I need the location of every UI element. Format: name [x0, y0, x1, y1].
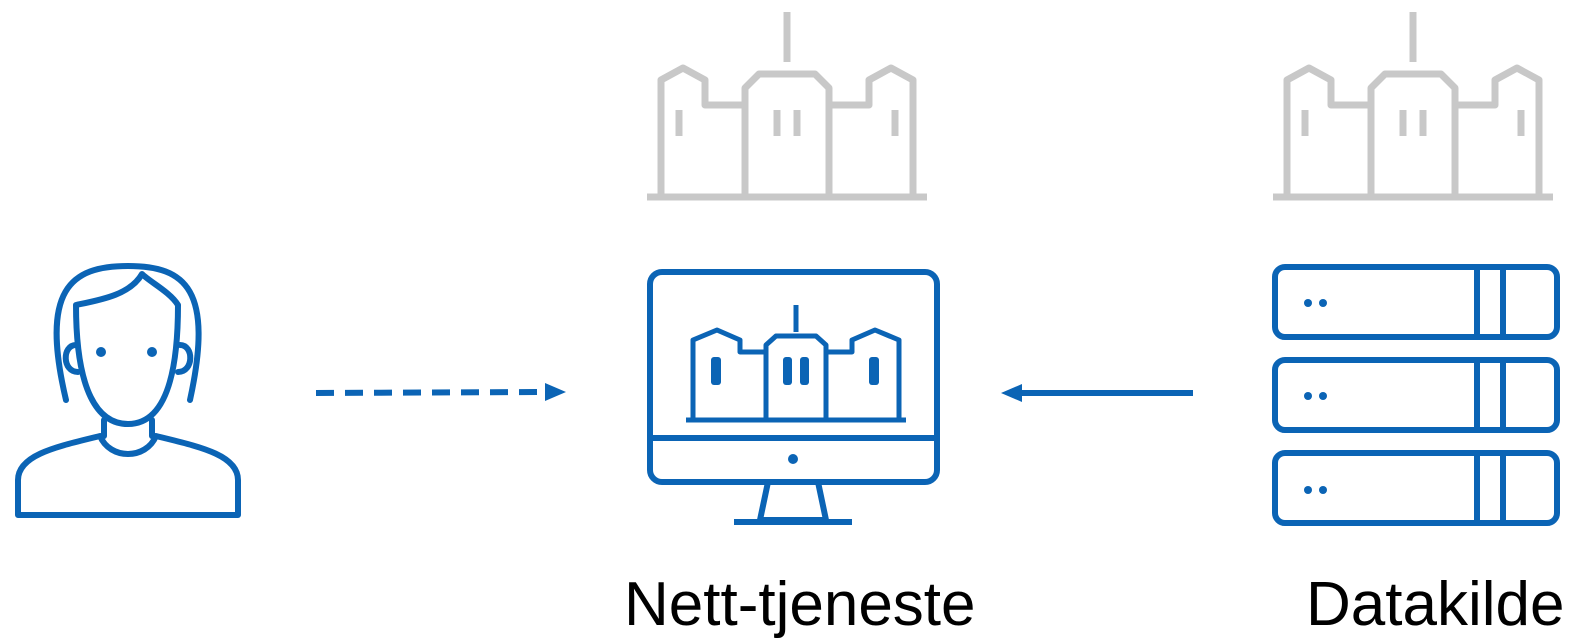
server-stack-icon [1272, 264, 1560, 526]
building-icon [686, 305, 906, 423]
monitor-power-dot [788, 454, 798, 464]
dashed-arrow [315, 383, 566, 401]
server-led-dots [1304, 299, 1327, 494]
solid-arrow [1001, 384, 1193, 402]
service-label: Nett-tjeneste [624, 570, 976, 639]
person-icon [15, 263, 241, 518]
building-windows [711, 357, 879, 385]
source-label: Datakilde [1306, 570, 1565, 639]
person-eyes [96, 347, 157, 357]
monitor-icon [647, 269, 940, 525]
building-icon [647, 12, 927, 197]
building-icon [1273, 12, 1553, 197]
